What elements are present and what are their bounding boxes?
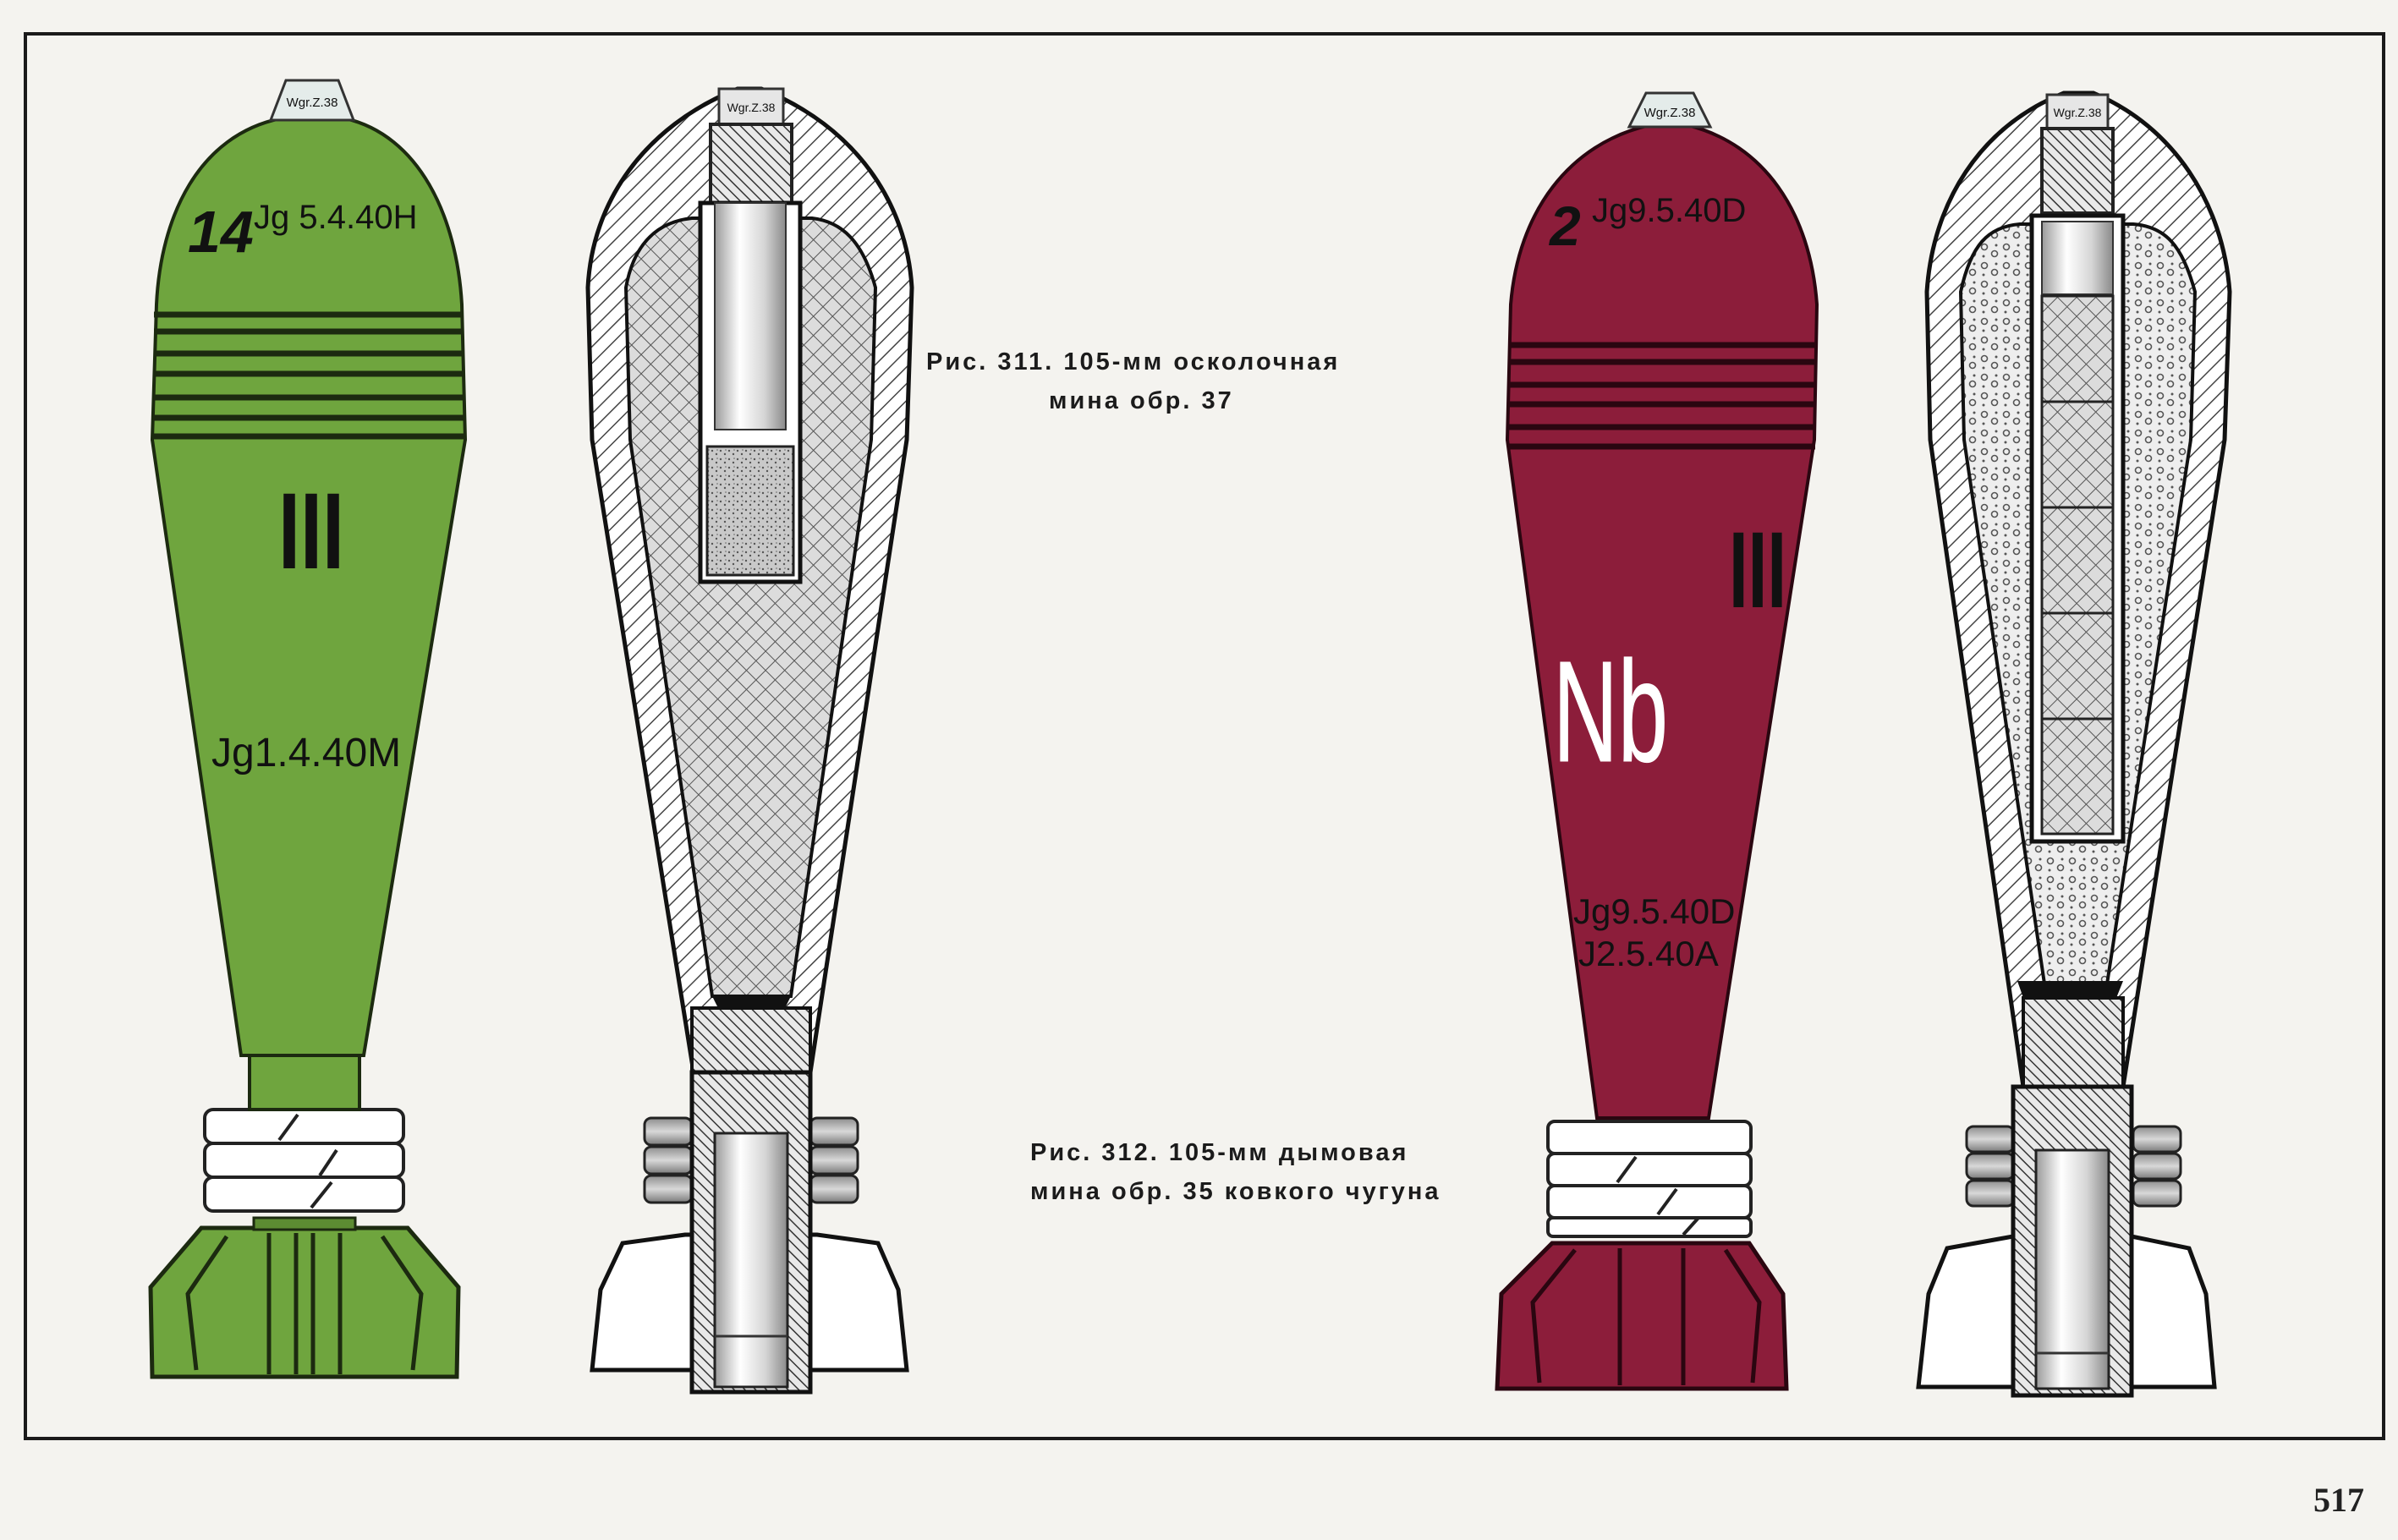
green-mine: Wgr.Z.38 14 Jg 5.4.40H III Jg1.4.40M	[148, 79, 468, 1379]
red-mine-roman-mark: III	[1729, 510, 1786, 631]
figure-frame	[24, 32, 2385, 1440]
figure-312-caption: Рис. 312. 105-мм дымовая мина обр. 35 ко…	[1030, 1133, 1441, 1211]
figure-311-caption: Рис. 311. 105-мм осколочная мина обр. 37	[926, 343, 1340, 420]
red-mine-top-number: 2	[1548, 195, 1581, 257]
green-mine-tail	[148, 1225, 461, 1379]
green-mine-fuze-label: Wgr.Z.38	[287, 96, 338, 110]
green-mine-top-number: 14	[188, 199, 254, 265]
figure-311-caption-line2: мина обр. 37	[1049, 387, 1234, 414]
green-mine-fuze	[268, 79, 356, 122]
red-mine: Wgr.Z.38 2 Jg9.5.40D III Nb Jg9.5.40D J2…	[1495, 91, 1819, 1391]
section-1-rings	[643, 1116, 859, 1204]
page-number: 517	[2313, 1481, 2364, 1519]
red-mine-grooves	[1509, 342, 1815, 450]
red-mine-fuze	[1627, 91, 1713, 129]
section-2-mine: Wgr.Z.38	[1916, 90, 2232, 1398]
green-mine-grooves	[154, 311, 465, 440]
green-mine-body-mark: Jg1.4.40M	[211, 731, 401, 775]
section-1-mine: Wgr.Z.38	[585, 86, 914, 1395]
green-mine-roman-mark: III	[278, 471, 344, 592]
figure-312-caption-line2: мина обр. 35 ковкого чугуна	[1030, 1178, 1441, 1205]
red-mine-body	[1505, 123, 1819, 1120]
section-1-filler	[623, 216, 878, 998]
red-mine-letters: Nb	[1553, 632, 1668, 792]
red-mine-top-mark: Jg9.5.40D	[1592, 192, 1746, 229]
section-2-fuze-label: Wgr.Z.38	[2054, 106, 2102, 119]
red-mine-tail	[1495, 1241, 1789, 1391]
red-mine-body-mark-2: J2.5.40A	[1578, 934, 1719, 973]
green-mine-rings	[203, 1054, 405, 1213]
section-2-rings	[1965, 1125, 2182, 1208]
figure-312-caption-line1: Рис. 312. 105-мм дымовая	[1030, 1139, 1409, 1166]
figure-311-caption-line1: Рис. 311. 105-мм осколочная	[926, 348, 1341, 375]
section-1-fuze-label: Wgr.Z.38	[727, 101, 776, 114]
green-mine-top-mark: Jg 5.4.40H	[254, 199, 417, 236]
red-mine-fuze-label: Wgr.Z.38	[1644, 106, 1696, 120]
red-mine-rings	[1546, 1120, 1753, 1238]
red-mine-body-mark-1: Jg9.5.40D	[1573, 891, 1735, 931]
